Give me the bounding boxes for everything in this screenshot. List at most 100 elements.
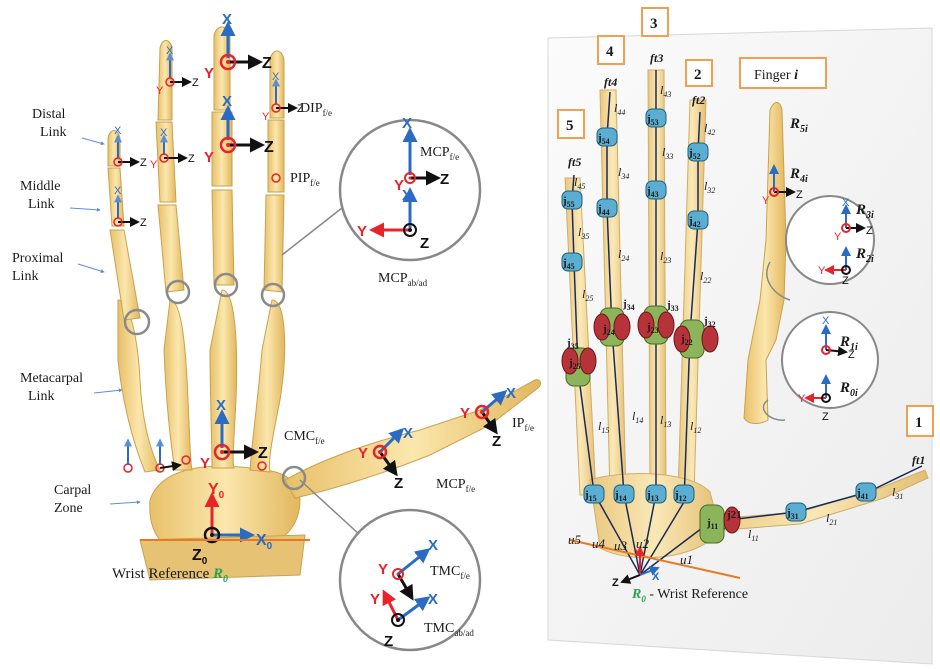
svg-text:Y: Y (150, 159, 158, 171)
svg-text:Y: Y (200, 455, 210, 472)
svg-text:X: X (506, 385, 516, 402)
svg-text:Z: Z (140, 157, 147, 169)
carpal-zone-label-2: Zone (54, 501, 83, 516)
pip-label: PIP (290, 171, 310, 186)
svg-text:Y: Y (358, 445, 368, 462)
svg-text:X: X (160, 127, 168, 139)
svg-text:Z: Z (264, 139, 274, 156)
u1-label: u1 (680, 552, 693, 567)
svg-text:Y: Y (818, 265, 826, 277)
mcp-abad-label: MCP (378, 271, 408, 286)
dip-sub: f/e (323, 108, 333, 118)
svg-text:X: X (842, 197, 850, 209)
svg-text:X: X (428, 537, 438, 554)
svg-text:PIPf/e: PIPf/e (290, 171, 320, 188)
svg-text:Y: Y (762, 195, 770, 207)
distal-link-label-1: Distal (32, 107, 66, 122)
svg-text:Z: Z (822, 411, 829, 423)
carpal-zone-label-1: Carpal (54, 483, 91, 498)
cmc-label: CMC (284, 429, 315, 444)
middle-phalanx-5 (108, 168, 124, 226)
proximal-phalanx-4 (158, 205, 184, 292)
mcp-thumb-sub: f/e (466, 484, 476, 494)
svg-text:Z: Z (420, 235, 429, 252)
svg-text:Y: Y (798, 393, 806, 405)
tmc-fe-label: TMC (430, 564, 460, 579)
proximal-phalanx-5 (110, 230, 140, 320)
svg-text:Z: Z (796, 189, 803, 201)
svg-text:Y: Y (204, 65, 214, 82)
mcp-thumb-label: MCP (436, 477, 466, 492)
u4-label: u4 (592, 536, 606, 551)
r0-wrist-reference-label: R0 - Wrist Reference (631, 587, 748, 604)
middle-link-label-2: Link (28, 197, 54, 212)
tmc-fe-sub: f/e (460, 571, 470, 581)
proximal-link-label-2: Link (12, 269, 38, 284)
svg-text:X: X (114, 185, 122, 197)
proximal-link-label-1: Proximal (12, 251, 63, 266)
joint-label-j21: j21 (726, 509, 742, 521)
ip-sub: f/e (524, 423, 534, 433)
svg-text:X: X (272, 71, 280, 83)
svg-text:IPf/e: IPf/e (512, 416, 534, 433)
ft1-label: ft1 (912, 453, 925, 467)
middle-phalanx-2 (268, 120, 284, 192)
svg-text:X: X (114, 125, 122, 137)
cmc-sub: f/e (315, 436, 325, 446)
svg-text:Z: Z (842, 275, 849, 287)
svg-text:Y: Y (834, 231, 842, 243)
wrist-reference-label: Wrist Reference R0 (112, 566, 228, 585)
svg-text:X: X (402, 115, 412, 132)
mcp-fe-label: MCP (420, 145, 450, 160)
ft2-label: ft2 (692, 93, 705, 107)
svg-text:X: X (652, 571, 660, 583)
svg-text:X: X (222, 11, 232, 28)
left-hand-figure: X Z Y X Y Z MCPf/e MCPab/ad Y X Y X Z TM… (12, 11, 541, 650)
metacarpal-4 (164, 300, 192, 470)
metacarpal-link-label-2: Link (28, 389, 54, 404)
proximal-phalanx-3 (212, 190, 234, 285)
svg-text:Y: Y (460, 405, 470, 422)
svg-text:Z: Z (192, 77, 199, 89)
svg-text:Y: Y (156, 85, 164, 97)
svg-text:Z: Z (612, 577, 619, 589)
svg-text:Z: Z (440, 171, 449, 188)
metacarpal-5 (118, 300, 160, 472)
svg-text:X: X (402, 187, 412, 204)
tmc-abad-label: TMC (424, 621, 454, 636)
svg-text:Z: Z (258, 445, 268, 462)
ft4-label: ft4 (604, 75, 617, 89)
dip-label: DIP (300, 101, 323, 116)
distal-link-label-2: Link (40, 125, 66, 140)
svg-text:Y: Y (262, 111, 270, 123)
svg-text:Z: Z (394, 475, 403, 492)
finger-number-2: 2 (694, 67, 702, 83)
svg-text:Z: Z (262, 55, 272, 72)
svg-text:DIPf/e: DIPf/e (300, 101, 332, 118)
tmc-abad-sub: ab/ad (454, 628, 474, 638)
svg-text:Z: Z (492, 433, 501, 450)
svg-text:Z: Z (866, 225, 873, 237)
middle-link-label-1: Middle (20, 179, 60, 194)
tmc-inset: Y X Y X Z TMCf/e TMCab/ad (300, 480, 480, 650)
svg-text:Z: Z (188, 153, 195, 165)
finger-number-3: 3 (650, 16, 658, 32)
finger-number-1: 1 (915, 415, 923, 431)
ft5-label: ft5 (568, 155, 581, 169)
right-model-figure: Y X Z j11j31j41j12j22j32j42j52j13j23j33j… (548, 8, 933, 664)
svg-text:MCPf/e: MCPf/e (436, 477, 475, 494)
svg-text:Y: Y (204, 149, 214, 166)
finger-i-label: Finger i (754, 68, 798, 83)
u2-label: u2 (636, 536, 650, 551)
mcp-abad-sub: ab/ad (408, 278, 428, 288)
proximal-phalanx-2 (264, 195, 284, 292)
svg-text:Y: Y (357, 223, 367, 240)
finger-number-4: 4 (606, 44, 614, 60)
u5-label: u5 (568, 532, 582, 547)
svg-text:X: X (216, 397, 226, 414)
svg-text:X: X (166, 45, 174, 57)
svg-text:MCPab/ad: MCPab/ad (378, 271, 428, 288)
svg-text:Y: Y (378, 561, 388, 578)
u3-label: u3 (614, 538, 628, 553)
